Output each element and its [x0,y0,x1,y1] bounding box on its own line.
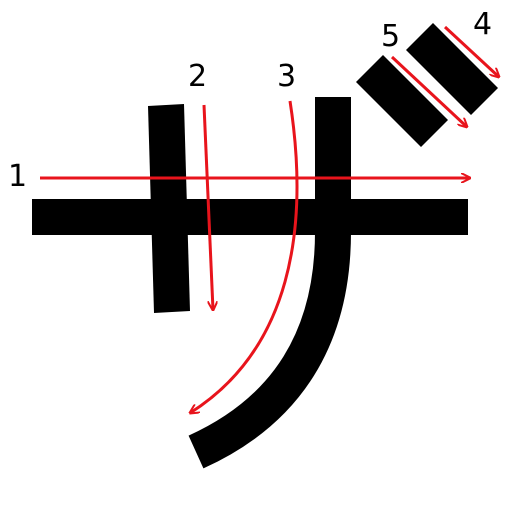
glyph-stroke-left-vertical [148,104,190,313]
arrow-stroke-4 [443,25,499,77]
character-glyph [32,23,498,469]
glyph-stroke-horizontal [32,199,468,235]
arrow-stroke-3 [190,100,299,413]
stroke-number-3: 3 [277,59,296,94]
glyph-stroke-dakuten-lower [356,55,448,147]
stroke-number-4: 4 [473,7,492,42]
arrow-stroke-2 [202,104,213,310]
stroke-number-2: 2 [188,59,207,94]
stroke-number-1: 1 [8,159,27,194]
stroke-number-5: 5 [381,19,400,54]
stroke-order-labels: 1 2 3 4 5 [8,7,492,194]
arrow-stroke-5 [390,55,467,127]
glyph-stroke-right-curve [188,97,351,469]
stroke-order-arrows [40,25,499,413]
glyph-stroke-dakuten-upper [406,23,498,115]
